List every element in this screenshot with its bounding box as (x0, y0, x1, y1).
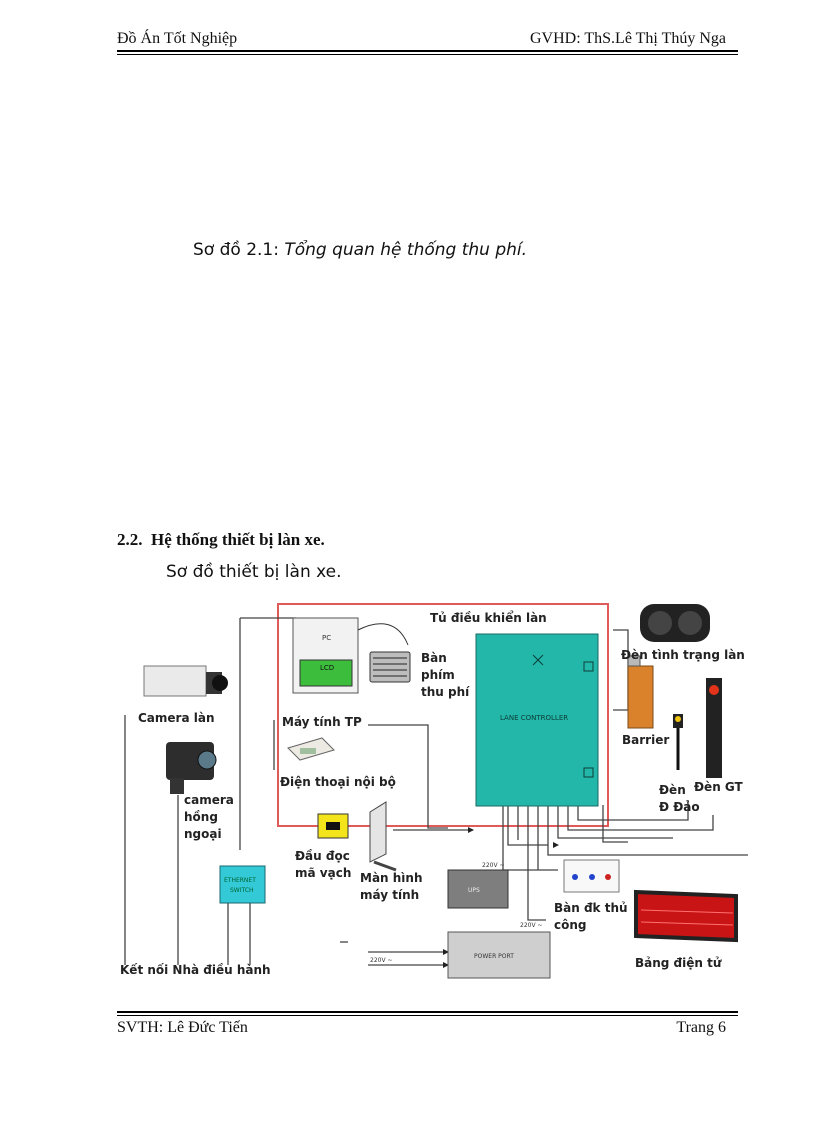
barcode-label-1: Đầu đọc (295, 849, 350, 863)
camera-lane-label: Camera làn (138, 711, 215, 725)
switch-line-2: SWITCH (230, 887, 254, 894)
header-right: GVHD: ThS.Lê Thị Thúy Nga (530, 30, 726, 47)
section-heading: 2.2. Hệ thống thiết bị làn xe. (117, 530, 325, 550)
footer-left: SVTH: Lê Đức Tiến (117, 1019, 248, 1036)
footer-rule-thick (117, 1011, 738, 1013)
led-board (634, 889, 738, 943)
monitor-label-1: Màn hình (360, 871, 423, 885)
power-port: POWER PORT 220V ~ 220V ~ (370, 922, 551, 979)
ir-camera-label: camera hồng ngoại (184, 792, 234, 843)
status-light-label: Đèn tình trạng làn (621, 648, 745, 662)
phone-label: Điện thoại nội bộ (280, 775, 396, 789)
traffic-light (706, 678, 722, 778)
pc-label: PC (322, 634, 331, 642)
island-light-label: Đèn Đ Đảo (659, 782, 700, 816)
footer-rule-thin (117, 1015, 738, 1016)
manual-panel-label: Bàn đk thủ công (554, 900, 628, 934)
barcode-reader-icon (317, 813, 349, 839)
diagram-caption: Sơ đồ thiết bị làn xe. (166, 562, 342, 582)
wiring (124, 617, 748, 966)
keyboard-label-1: Bàn (421, 651, 447, 665)
island-light-label-1: Đèn (659, 783, 686, 797)
header-left: Đồ Án Tốt Nghiệp (117, 30, 238, 47)
camera-lane-icon (143, 665, 228, 697)
ir-camera-label-3: ngoại (184, 827, 222, 841)
island-light-label-2: Đ Đảo (659, 800, 700, 814)
computer-tp-label: Máy tính TP (282, 715, 362, 729)
ir-camera-label-2: hồng (184, 810, 218, 824)
controller-label: LANE CONTROLLER (500, 714, 568, 722)
manual-panel (563, 859, 620, 893)
keyboard-label: Bàn phím thu phí (421, 650, 469, 701)
power-port-label: POWER PORT (474, 953, 514, 960)
barcode-label-2: mã vạch (295, 866, 352, 880)
manual-panel-label-1: Bàn đk thủ (554, 901, 628, 915)
lane-equipment-diagram: PC LCD LANE CONTROLLER (108, 590, 748, 985)
caption-title: Tổng quan hệ thống thu phí. (284, 240, 528, 260)
pc-unit: PC LCD (292, 617, 359, 694)
power-port-voltage: 220V ~ (520, 922, 543, 929)
keyboard (357, 623, 411, 683)
barrier (627, 655, 654, 729)
monitor-label: Màn hình máy tính (360, 870, 423, 904)
ir-camera-icon (166, 742, 217, 794)
ups-label: UPS (468, 887, 480, 894)
phone-icon (287, 737, 335, 761)
ups-box: UPS 220V ~ (447, 862, 509, 909)
ir-camera-label-1: camera (184, 793, 234, 807)
header-rule-thin (117, 54, 738, 55)
header-rule-thick (117, 50, 738, 52)
cabinet-border (277, 603, 609, 827)
arrowheads (443, 827, 559, 968)
status-light (640, 604, 710, 642)
lane-controller: LANE CONTROLLER (475, 633, 599, 807)
traffic-light-label: Đèn GT (694, 780, 743, 794)
barcode-label: Đầu đọc mã vạch (295, 848, 351, 882)
figure-caption: Sơ đồ 2.1: Tổng quan hệ thống thu phí. (193, 240, 527, 260)
keyboard-label-3: thu phí (421, 685, 470, 699)
section-number: 2.2. (117, 530, 143, 549)
manual-panel-label-2: công (554, 918, 587, 932)
ethernet-switch: ETHERNET SWITCH (219, 865, 266, 904)
mains-voltage: 220V ~ (370, 957, 393, 964)
footer-right: Trang 6 (676, 1019, 726, 1036)
admin-link-label: Kết nối Nhà điều hành (120, 963, 271, 977)
section-title: Hệ thống thiết bị làn xe. (151, 530, 325, 549)
lcd-label: LCD (320, 664, 334, 672)
ups-voltage: 220V ~ (482, 862, 505, 869)
monitor-icon (369, 801, 397, 872)
led-board-label: Bảng điện tử (635, 956, 722, 970)
barrier-label: Barrier (622, 733, 670, 747)
island-light (673, 714, 683, 770)
switch-line-1: ETHERNET (224, 877, 256, 884)
keyboard-label-2: phím (421, 668, 455, 682)
monitor-label-2: máy tính (360, 888, 420, 902)
diagram-svg: PC LCD LANE CONTROLLER (124, 603, 748, 979)
caption-prefix: Sơ đồ 2.1: (193, 240, 285, 260)
cabinet-label: Tủ điều khiển làn (430, 611, 547, 625)
